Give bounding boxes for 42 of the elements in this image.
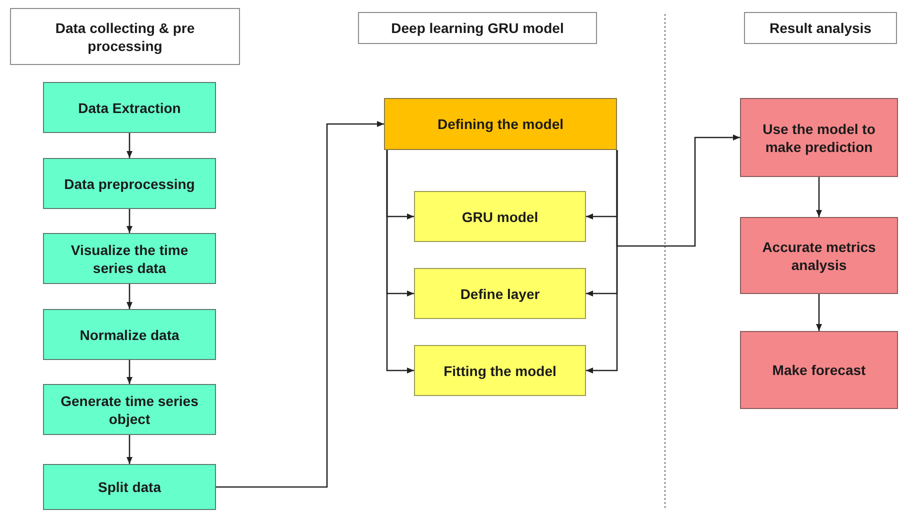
node-label: Normalize data — [80, 326, 180, 344]
process-box — [43, 384, 216, 435]
process-box — [43, 233, 216, 284]
node-label: Make forecast — [772, 361, 866, 379]
process-box — [740, 217, 898, 294]
arrow — [126, 284, 132, 309]
process-box — [43, 82, 216, 133]
node-label: Data collecting & pre processing — [54, 18, 196, 54]
node-label: Defining the model — [438, 115, 564, 133]
node-label: Result analysis — [770, 19, 872, 37]
arrow — [126, 360, 132, 384]
node-label: Use the model to make prediction — [762, 120, 876, 156]
node-label: Visualize the time series data — [70, 240, 190, 276]
section-header-box — [10, 8, 240, 65]
node-label: Data preprocessing — [64, 174, 195, 192]
arrow — [216, 121, 384, 488]
node-label: Split data — [98, 478, 161, 496]
node-label: Deep learning GRU model — [391, 19, 564, 37]
node-label: Data Extraction — [78, 98, 181, 116]
arrow — [816, 177, 822, 217]
process-box — [414, 345, 586, 396]
process-box — [740, 98, 898, 177]
node-label: Define layer — [460, 284, 540, 302]
node-label: Generate time series object — [60, 392, 200, 428]
arrow — [386, 150, 414, 374]
process-box — [43, 464, 216, 510]
node-label: Fitting the model — [444, 362, 556, 380]
process-box — [414, 268, 586, 319]
section-header-box — [744, 12, 897, 44]
arrow — [816, 294, 822, 331]
arrow — [126, 133, 132, 158]
section-header-box — [358, 12, 597, 44]
arrow — [126, 435, 132, 464]
process-box — [740, 331, 898, 409]
node-label: GRU model — [462, 208, 538, 226]
node-label: Accurate metrics analysis — [761, 238, 877, 274]
arrow — [126, 209, 132, 233]
process-box — [414, 191, 586, 242]
process-box — [43, 158, 216, 209]
arrow — [616, 134, 740, 247]
process-box — [43, 309, 216, 360]
process-box — [384, 98, 617, 150]
